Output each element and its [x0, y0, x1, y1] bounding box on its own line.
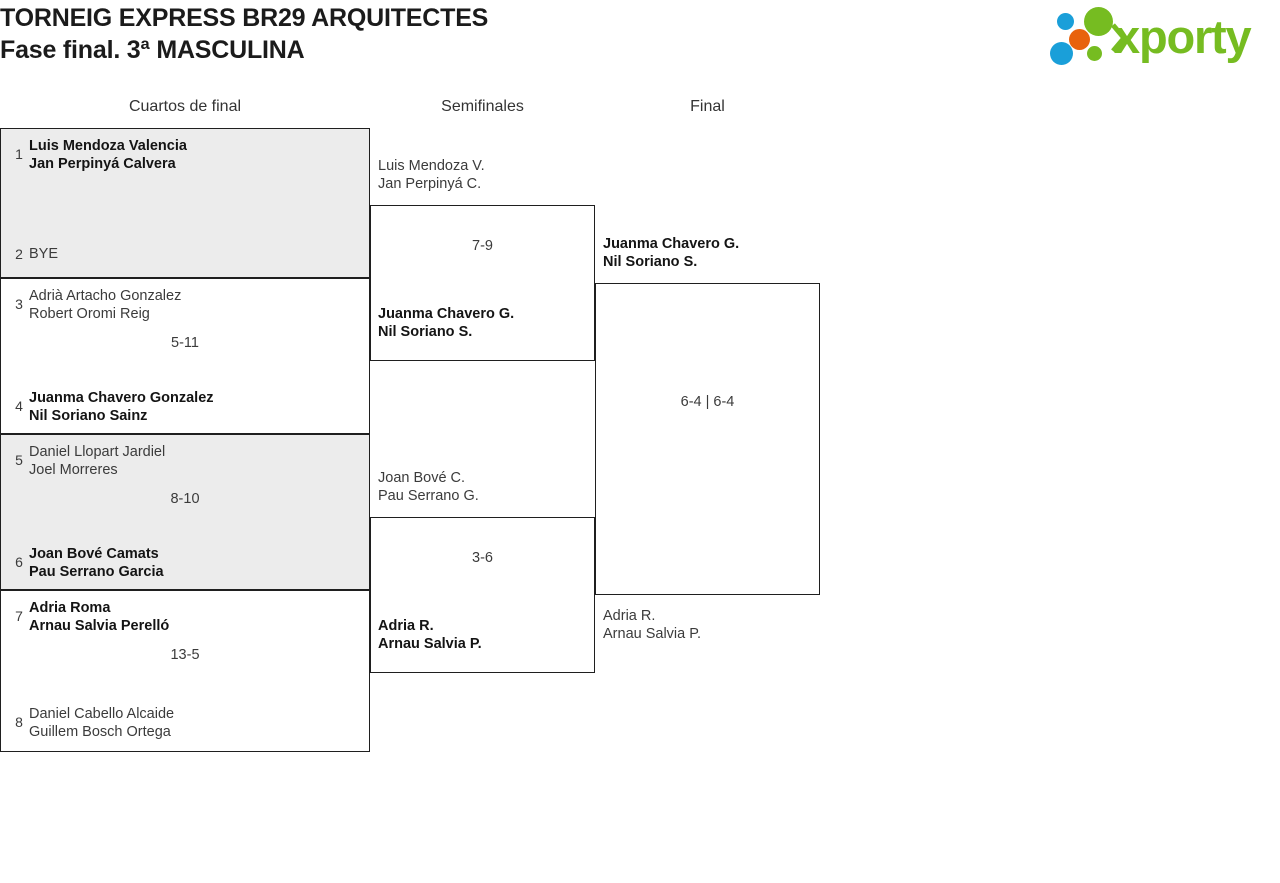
xporty-logo[interactable]: xporty	[1048, 5, 1276, 67]
match-score: 6-4 | 6-4	[680, 394, 735, 410]
match-score: 7-9	[472, 238, 493, 254]
player-name-1: Adrià Artacho Gonzalez	[29, 288, 182, 304]
player-name-2: Jan Perpinyá Calvera	[29, 156, 176, 172]
player-name-1: Joan Bové Camats	[29, 546, 159, 562]
match-team-bottom[interactable]: 4 Juanma Chavero Gonzalez Nil Soriano Sa…	[1, 389, 369, 425]
team-names: Daniel Llopart Jardiel Joel Morreres	[29, 443, 165, 479]
round-header-final: Final	[690, 98, 725, 115]
logo-dot-green-large	[1084, 7, 1113, 36]
player-name-2: Nil Soriano S.	[603, 254, 698, 270]
match-team-bottom[interactable]: 6 Joan Bové Camats Pau Serrano Garcia	[1, 545, 369, 581]
match-quarterfinal-4[interactable]: 7 Adria Roma Arnau Salvia Perelló 13-5 8…	[0, 590, 370, 752]
page-subtitle: Fase final. 3ª MASCULINA	[0, 36, 305, 64]
team-names: Juanma Chavero Gonzalez Nil Soriano Sain…	[29, 389, 214, 425]
match-score: 13-5	[170, 647, 200, 663]
player-name-2: Arnau Salvia P.	[603, 626, 702, 642]
match-team-top[interactable]: 7 Adria Roma Arnau Salvia Perelló	[1, 599, 369, 635]
logo-wordmark: xporty	[1114, 10, 1252, 63]
seed-number: 2	[15, 246, 23, 262]
match-semifinal-2[interactable]: Joan Bové C. Pau Serrano G. 3-6 Adria R.…	[370, 470, 595, 673]
match-team-top[interactable]: 5 Daniel Llopart Jardiel Joel Morreres	[1, 443, 369, 479]
match-team-bottom[interactable]: Juanma Chavero G. Nil Soriano S.	[371, 305, 594, 341]
round-header-quarterfinals: Cuartos de final	[128, 98, 242, 115]
match-final[interactable]: Juanma Chavero G. Nil Soriano S. 6-4 | 6…	[595, 236, 820, 642]
player-name-1: Luis Mendoza Valencia	[29, 138, 187, 154]
match-quarterfinal-2[interactable]: 3 Adrià Artacho Gonzalez Robert Oromi Re…	[0, 278, 370, 434]
player-name-1: Luis Mendoza V.	[378, 158, 485, 174]
player-name-1: Adria Roma	[29, 600, 111, 616]
logo-dot-green-small	[1087, 46, 1102, 61]
round-header-semifinals: Semifinales	[441, 98, 524, 115]
player-name-1: Juanma Chavero G.	[378, 306, 515, 322]
team-names: Luis Mendoza Valencia Jan Perpinyá Calve…	[29, 137, 187, 173]
player-name-2: Arnau Salvia P.	[378, 636, 482, 652]
player-name-1: Daniel Cabello Alcaide	[29, 706, 175, 722]
player-name-1: Juanma Chavero G.	[603, 236, 740, 252]
match-team-top[interactable]: 1 Luis Mendoza Valencia Jan Perpinyá Cal…	[1, 137, 369, 173]
match-team-bottom[interactable]: Adria R. Arnau Salvia P.	[371, 617, 594, 653]
team-names: Adria Roma Arnau Salvia Perelló	[29, 599, 169, 635]
match-score: 5-11	[171, 335, 199, 351]
player-name-1: BYE	[29, 246, 59, 262]
player-name-2: Guillem Bosch Ortega	[29, 724, 171, 740]
team-names: BYE	[29, 245, 58, 263]
match-score: 8-10	[170, 491, 200, 507]
player-name-1: Daniel Llopart Jardiel	[29, 444, 166, 460]
team-names: Adria R. Arnau Salvia P.	[603, 607, 701, 643]
match-team-top[interactable]: Luis Mendoza V. Jan Perpinyá C.	[371, 157, 594, 193]
player-name-2: Pau Serrano Garcia	[29, 564, 164, 580]
seed-number: 7	[15, 608, 23, 624]
player-name-2: Joel Morreres	[29, 462, 118, 478]
team-names: Luis Mendoza V. Jan Perpinyá C.	[378, 157, 485, 193]
team-names: Adria R. Arnau Salvia P.	[378, 617, 482, 653]
match-team-bottom[interactable]: 2 BYE	[1, 245, 369, 263]
player-name-1: Joan Bové C.	[378, 470, 466, 486]
player-name-1: Adria R.	[603, 608, 656, 624]
team-names: Juanma Chavero G. Nil Soriano S.	[378, 305, 514, 341]
tournament-title-block: TORNEIG EXPRESS BR29 ARQUITECTES Fase fi…	[0, 2, 900, 66]
seed-number: 8	[15, 714, 23, 730]
match-score: 3-6	[472, 550, 493, 566]
page-title: TORNEIG EXPRESS BR29 ARQUITECTES	[0, 4, 489, 32]
logo-dot-orange	[1069, 29, 1090, 50]
seed-number: 3	[15, 296, 23, 312]
player-name-2: Pau Serrano G.	[378, 488, 479, 504]
seed-number: 6	[15, 554, 23, 570]
logo-chevron-icon	[1111, 23, 1128, 53]
match-semifinal-1[interactable]: Luis Mendoza V. Jan Perpinyá C. 7-9 Juan…	[370, 158, 595, 361]
player-name-1: Juanma Chavero Gonzalez	[29, 390, 214, 406]
team-names: Juanma Chavero G. Nil Soriano S.	[603, 235, 739, 271]
match-quarterfinal-3[interactable]: 5 Daniel Llopart Jardiel Joel Morreres 8…	[0, 434, 370, 590]
seed-number: 5	[15, 452, 23, 468]
match-team-top[interactable]: 3 Adrià Artacho Gonzalez Robert Oromi Re…	[1, 287, 369, 323]
team-names: Joan Bové Camats Pau Serrano Garcia	[29, 545, 164, 581]
match-team-top[interactable]: Juanma Chavero G. Nil Soriano S.	[596, 235, 819, 271]
player-name-1: Adria R.	[378, 618, 434, 634]
match-quarterfinal-1[interactable]: 1 Luis Mendoza Valencia Jan Perpinyá Cal…	[0, 128, 370, 278]
logo-dots-icon	[1048, 5, 1126, 67]
team-names: Daniel Cabello Alcaide Guillem Bosch Ort…	[29, 705, 174, 741]
player-name-2: Jan Perpinyá C.	[378, 176, 482, 192]
match-team-bottom[interactable]: Adria R. Arnau Salvia P.	[596, 607, 819, 643]
player-name-2: Nil Soriano Sainz	[29, 408, 148, 424]
team-names: Joan Bové C. Pau Serrano G.	[378, 469, 479, 505]
tournament-bracket: 1 Luis Mendoza Valencia Jan Perpinyá Cal…	[0, 128, 830, 758]
player-name-2: Robert Oromi Reig	[29, 306, 150, 322]
page-header: TORNEIG EXPRESS BR29 ARQUITECTES Fase fi…	[0, 0, 1280, 78]
team-names: Adrià Artacho Gonzalez Robert Oromi Reig	[29, 287, 181, 323]
match-team-bottom[interactable]: 8 Daniel Cabello Alcaide Guillem Bosch O…	[1, 705, 369, 741]
player-name-2: Nil Soriano S.	[378, 324, 473, 340]
player-name-2: Arnau Salvia Perelló	[29, 618, 170, 634]
logo-dot-blue-top	[1057, 13, 1074, 30]
logo-dot-blue-bottom	[1050, 42, 1073, 65]
match-team-top[interactable]: Joan Bové C. Pau Serrano G.	[371, 469, 594, 505]
seed-number: 1	[15, 146, 23, 162]
seed-number: 4	[15, 398, 23, 414]
